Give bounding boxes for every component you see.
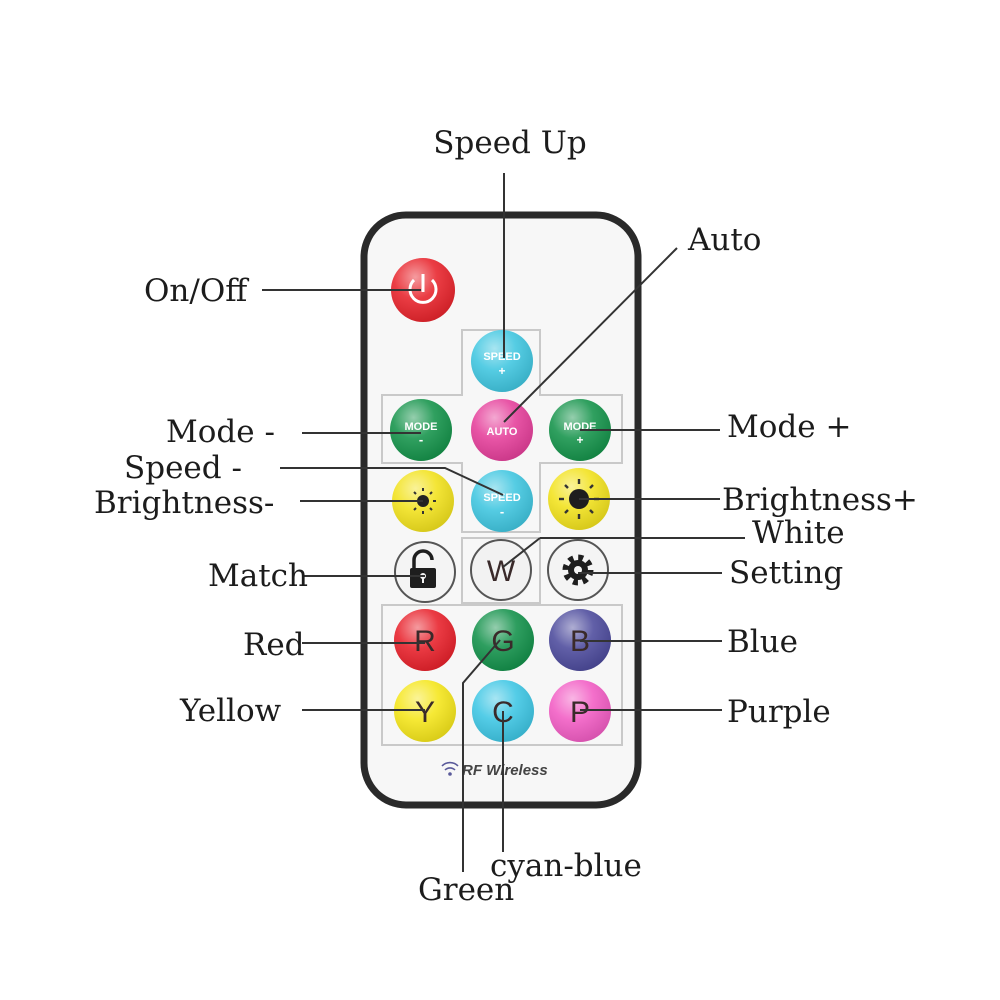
label-speed-minus: Speed - <box>124 450 242 486</box>
auto-button-text: AUTO <box>487 426 518 438</box>
label-green: Green <box>418 872 514 908</box>
label-speed-up: Speed Up <box>433 125 586 161</box>
middle-row-outline <box>461 537 541 604</box>
label-auto: Auto <box>687 222 761 258</box>
label-mode-minus: Mode - <box>166 414 275 450</box>
speed-up-button-text: SPEED <box>483 351 520 363</box>
mode-plus-button-text: MODE <box>564 421 597 433</box>
speed-minus-button-text: SPEED <box>483 492 520 504</box>
purple-button-letter: P <box>570 696 590 729</box>
label-yellow: Yellow <box>179 693 282 729</box>
auto-button[interactable]: AUTO <box>471 399 533 461</box>
green-button-letter: G <box>491 625 514 658</box>
label-mode-plus: Mode + <box>727 409 851 445</box>
label-match: Match <box>208 558 308 594</box>
red-button[interactable]: R <box>394 609 456 671</box>
white-button[interactable]: W <box>470 539 532 601</box>
label-brightness-plus: Brightness+ <box>722 482 918 518</box>
label-blue: Blue <box>727 624 798 660</box>
label-purple: Purple <box>727 694 831 730</box>
red-button-letter: R <box>414 625 436 658</box>
label-red: Red <box>243 627 305 663</box>
power-icon <box>408 274 438 304</box>
mode-minus-button[interactable]: MODE - <box>390 399 452 461</box>
label-brightness-minus: Brightness- <box>94 485 274 521</box>
speed-up-button[interactable]: SPEED + <box>471 330 533 392</box>
mode-minus-button-sign: - <box>419 432 423 447</box>
dpad-outline <box>381 329 623 533</box>
match-button[interactable] <box>394 541 456 603</box>
mode-plus-button-sign: + <box>576 433 583 447</box>
setting-button[interactable] <box>547 539 609 601</box>
label-cyan-blue: cyan-blue <box>490 848 642 884</box>
label-setting: Setting <box>729 555 843 591</box>
speed-minus-button[interactable]: SPEED - <box>471 470 533 532</box>
power-button[interactable] <box>391 258 455 322</box>
speed-minus-button-sign: - <box>500 504 504 519</box>
wifi-icon <box>441 761 459 776</box>
rf-wireless-label: RF Wireless <box>462 762 548 779</box>
leader-lines <box>262 173 745 872</box>
speed-up-button-sign: + <box>498 364 505 378</box>
yellow-button-letter: Y <box>415 696 435 729</box>
label-white: White <box>752 515 845 551</box>
mode-minus-button-text: MODE <box>405 421 438 433</box>
label-on-off: On/Off <box>144 273 249 309</box>
